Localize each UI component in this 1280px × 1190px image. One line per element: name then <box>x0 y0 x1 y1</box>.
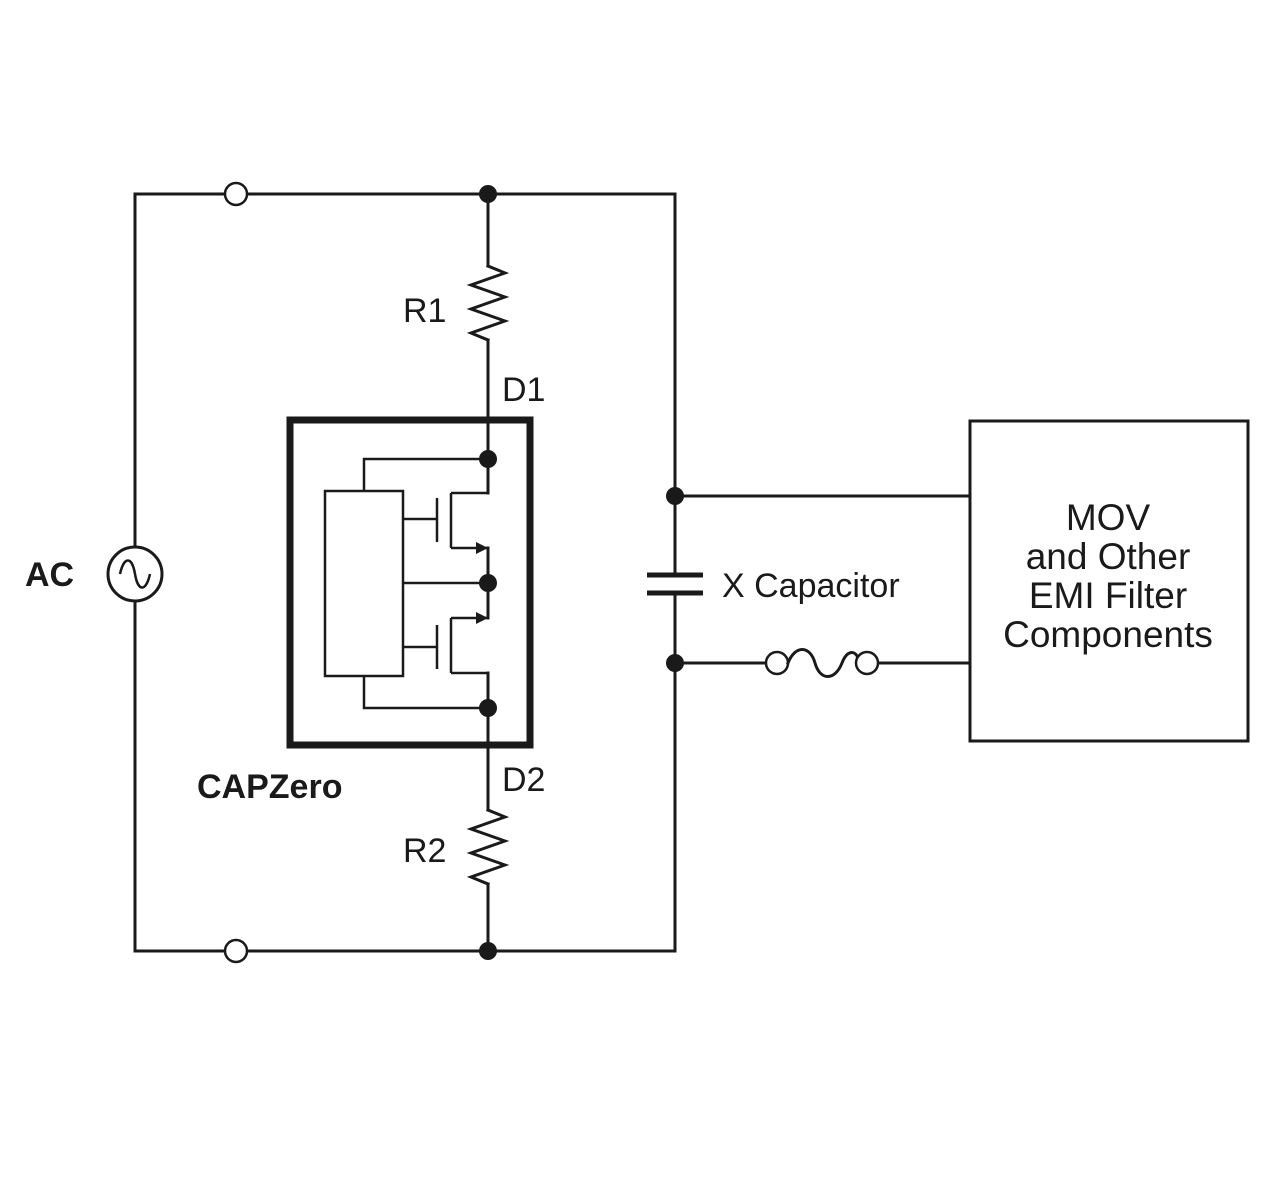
junction-dot <box>479 699 497 717</box>
emi-box-line-2: and Other <box>1026 536 1191 577</box>
junction-dot <box>479 574 497 592</box>
coil-inductor-icon <box>764 648 880 678</box>
emi-filter-box: MOV and Other EMI Filter Components <box>968 419 1250 743</box>
terminal-top <box>223 181 249 207</box>
filter-connections <box>673 494 972 665</box>
junction-dot <box>666 487 684 505</box>
mosfet-icon <box>403 612 488 675</box>
x-capacitor-label: X Capacitor <box>722 567 900 605</box>
r1-label: R1 <box>403 292 446 330</box>
junction-dot <box>479 942 497 960</box>
d1-label: D1 <box>502 371 545 409</box>
resistor-r2 <box>466 743 510 953</box>
junction-dots <box>479 185 684 960</box>
ac-sine-source-icon <box>106 545 164 603</box>
d2-label: D2 <box>502 761 545 799</box>
junction-dot <box>479 450 497 468</box>
emi-box-line-4: Components <box>1003 614 1213 655</box>
main-wiring <box>133 192 677 953</box>
resistor-r1 <box>466 192 510 422</box>
ac-label: AC <box>25 556 74 594</box>
capzero-label: CAPZero <box>197 768 342 806</box>
junction-dot <box>666 654 684 672</box>
mosfet-icon <box>403 491 488 554</box>
parallel-plate-capacitor-icon <box>647 572 703 596</box>
terminal-bottom <box>223 938 249 964</box>
control-block <box>323 489 405 678</box>
emi-box-line-1: MOV <box>1066 497 1151 538</box>
emi-box-line-3: EMI Filter <box>1029 575 1187 616</box>
capzero-ic <box>286 416 534 749</box>
r2-label: R2 <box>403 832 446 870</box>
junction-dot <box>479 185 497 203</box>
